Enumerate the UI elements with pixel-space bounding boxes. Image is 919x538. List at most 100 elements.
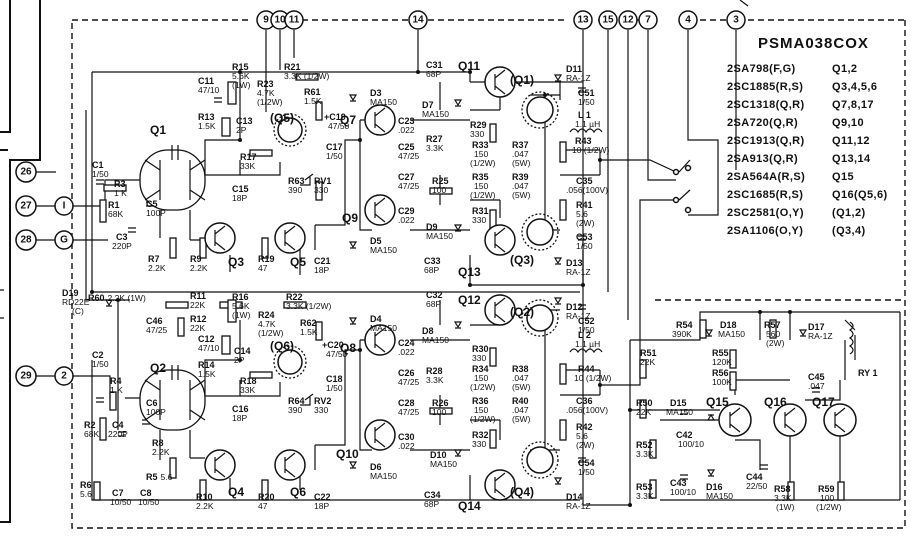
svg-text:27: 27 xyxy=(20,201,32,212)
label-q9: Q9 xyxy=(342,211,358,225)
label-c45: C45.047 xyxy=(808,372,825,391)
transistor-symbols xyxy=(139,66,857,501)
left-terminals: 26 27 28 29 I G 2 xyxy=(15,161,74,387)
label-q12: Q12 xyxy=(458,293,481,307)
board-title: PSMA038COX xyxy=(758,35,869,52)
terminal-28: 28 xyxy=(15,229,37,251)
table-row: 2SA1106(O,Y)(Q3,4) xyxy=(727,225,866,237)
svg-text:13: 13 xyxy=(577,15,589,26)
terminal-29: 29 xyxy=(15,365,37,387)
table-row: 2SC1318(Q,R)Q7,8,17 xyxy=(727,99,874,111)
label-q3: Q3 xyxy=(228,255,244,269)
terminal-2: 2 xyxy=(54,366,74,386)
svg-text:4: 4 xyxy=(685,15,691,26)
label-q4-alt: (Q4) xyxy=(510,485,534,499)
svg-text:2: 2 xyxy=(61,371,67,382)
label-c35: C35.056(100V) xyxy=(566,176,608,195)
svg-text:12: 12 xyxy=(622,15,634,26)
label-q6-alt: (Q6) xyxy=(270,339,294,353)
svg-text:15: 15 xyxy=(602,15,614,26)
label-q14: Q14 xyxy=(458,499,481,513)
label-q11: Q11 xyxy=(458,59,480,73)
terminal-12: 12 xyxy=(618,10,638,30)
terminal-7: 7 xyxy=(638,10,658,30)
label-q17: Q17 xyxy=(812,395,835,409)
terminal-13: 13 xyxy=(573,10,593,30)
label-r37: R37.047(5W) xyxy=(512,140,531,168)
label-q1: Q1 xyxy=(150,123,166,137)
label-q5-alt: (Q5) xyxy=(270,111,294,125)
svg-text:10: 10 xyxy=(274,15,286,26)
svg-text:G: G xyxy=(60,235,68,246)
transistor-table: 2SA798(F,G)Q1,2 2SC1885(R,S)Q3,4,5,6 2SC… xyxy=(727,63,887,237)
svg-text:14: 14 xyxy=(412,15,424,26)
table-row: 2SC2581(O,Y)(Q1,2) xyxy=(727,207,866,219)
svg-text:28: 28 xyxy=(20,235,32,246)
label-q13: Q13 xyxy=(458,265,481,279)
label-q16: Q16 xyxy=(764,395,787,409)
table-row: 2SC1885(R,S)Q3,4,5,6 xyxy=(727,81,877,93)
svg-text:29: 29 xyxy=(20,371,32,382)
terminal-26: 26 xyxy=(15,161,37,183)
table-row: 2SC1913(Q,R)Q11,12 xyxy=(727,135,870,147)
top-terminals: 9 10 11 14 13 15 12 7 4 3 xyxy=(256,10,746,30)
label-relay: RY 1 xyxy=(858,368,878,378)
